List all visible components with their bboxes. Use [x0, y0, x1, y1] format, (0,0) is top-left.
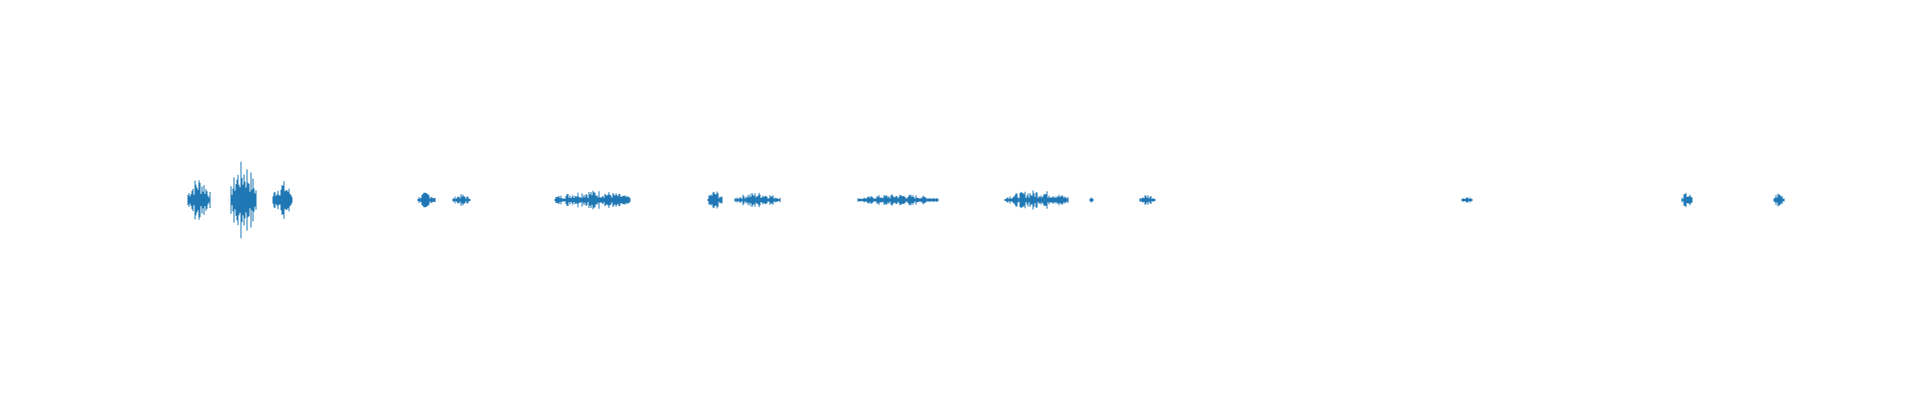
waveform-segment: [734, 192, 781, 208]
waveform-segment: [554, 190, 631, 210]
waveform-segment: [272, 181, 293, 219]
waveform-segment: [1681, 192, 1693, 208]
waveform-segment: [230, 161, 257, 239]
waveform-segment: [1461, 197, 1473, 203]
waveform-segment: [417, 192, 436, 208]
waveform-segment: [707, 191, 723, 209]
waveform-segment: [1773, 193, 1785, 207]
waveform-segment: [1004, 190, 1069, 210]
waveform-segment: [857, 194, 939, 206]
waveform-segment: [187, 180, 211, 220]
waveform-segment: [1139, 195, 1156, 205]
waveform-segment: [1089, 197, 1094, 203]
waveform-segment: [452, 194, 471, 206]
